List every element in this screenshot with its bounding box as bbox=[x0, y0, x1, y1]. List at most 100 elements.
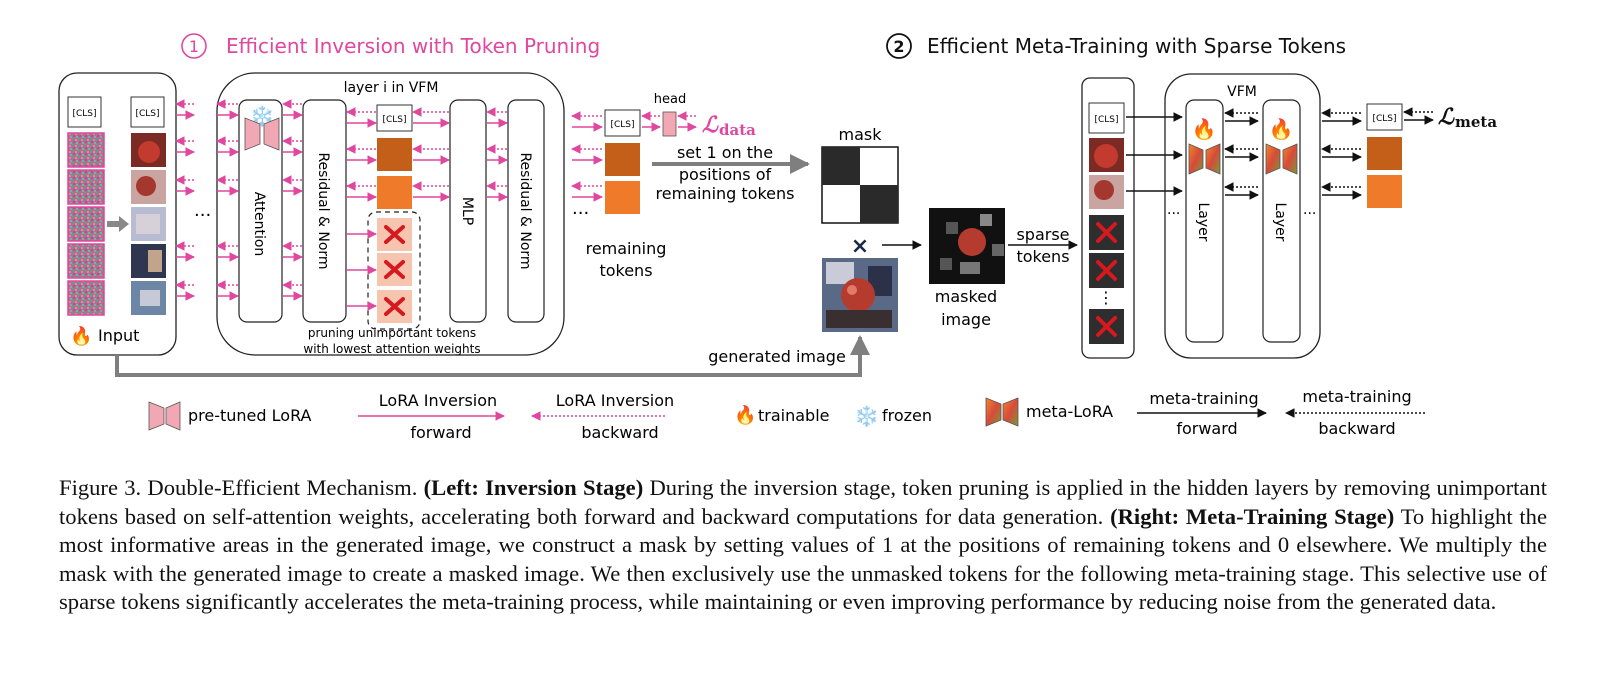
meta-output-tokens: [CLS] ℒ meta bbox=[1366, 103, 1497, 208]
image-patches bbox=[131, 133, 166, 315]
pruned-tokens-group bbox=[367, 211, 421, 330]
vfm-input-arrows bbox=[1126, 112, 1183, 196]
flame-icon: 🔥 bbox=[1269, 117, 1294, 141]
svg-text:generated image: generated image bbox=[708, 347, 846, 366]
svg-text:ℒ: ℒ bbox=[1438, 104, 1455, 130]
caption-left-text: During the inversion stage, token prunin… bbox=[59, 475, 1547, 529]
right-title: 2 Efficient Meta-Training with Sparse To… bbox=[886, 33, 1346, 59]
svg-text:2: 2 bbox=[893, 37, 904, 56]
svg-text:meta: meta bbox=[1455, 113, 1497, 131]
snowflake-icon: ❄️ bbox=[854, 404, 879, 428]
svg-text:Input: Input bbox=[98, 326, 139, 345]
svg-text:Layer: Layer bbox=[1272, 202, 1288, 241]
legend: pre-tuned LoRA LoRA Inversion forward Lo… bbox=[148, 387, 1425, 442]
masked-image-thumb bbox=[929, 208, 1005, 284]
svg-text:×: × bbox=[851, 234, 869, 259]
svg-text:forward: forward bbox=[410, 423, 471, 442]
svg-text:tokens: tokens bbox=[599, 261, 652, 280]
svg-text:positions of: positions of bbox=[679, 165, 772, 184]
svg-text:backward: backward bbox=[581, 423, 658, 442]
meta-layer-2 bbox=[1262, 99, 1301, 343]
flame-icon: 🔥 bbox=[734, 404, 756, 425]
vfm-layer-box: layer i in VFM ❄️ Attention Residual & N… bbox=[216, 72, 565, 356]
svg-text:mask: mask bbox=[839, 125, 883, 144]
svg-text:forward: forward bbox=[1176, 419, 1237, 438]
residual-norm-block-1 bbox=[302, 99, 347, 323]
caption-right-heading: (Right: Meta-Training Stage) bbox=[1110, 503, 1395, 529]
pruned-tokens bbox=[377, 218, 412, 323]
svg-text:frozen: frozen bbox=[882, 406, 932, 425]
figure-caption: Figure 3. Double-Efficient Mechanism. (L… bbox=[59, 474, 1547, 617]
kept-token bbox=[377, 176, 412, 209]
head-block bbox=[662, 111, 677, 137]
svg-text:[CLS]: [CLS] bbox=[135, 109, 159, 119]
layer-internal-arrows bbox=[216, 99, 508, 311]
svg-text:pruning unimportant tokens: pruning unimportant tokens bbox=[308, 326, 476, 340]
svg-text:remaining: remaining bbox=[586, 239, 667, 258]
pretuned-lora-icon bbox=[244, 117, 261, 151]
svg-text:backward: backward bbox=[1318, 419, 1395, 438]
meta-layer-1 bbox=[1185, 99, 1224, 343]
meta-lora-icon bbox=[985, 397, 1002, 427]
svg-text:layer i in VFM: layer i in VFM bbox=[344, 80, 439, 96]
kept-token bbox=[377, 138, 412, 171]
layer-output-arrows bbox=[571, 111, 697, 202]
svg-text:image: image bbox=[941, 310, 991, 329]
svg-text:Attention: Attention bbox=[251, 192, 267, 257]
meta-layer-arrows bbox=[1224, 107, 1434, 200]
remaining-tokens: [CLS] ··· remaining tokens head ℒ data bbox=[572, 92, 756, 280]
svg-text:Layer: Layer bbox=[1195, 202, 1211, 241]
svg-text:MLP: MLP bbox=[459, 197, 475, 225]
svg-text:···: ··· bbox=[194, 205, 211, 226]
svg-text:data: data bbox=[719, 121, 756, 139]
svg-text:trainable: trainable bbox=[758, 406, 830, 425]
svg-text:VFM: VFM bbox=[1227, 84, 1257, 100]
svg-text:Efficient Meta-Training with S: Efficient Meta-Training with Sparse Toke… bbox=[927, 34, 1346, 58]
flame-icon: 🔥 bbox=[70, 325, 92, 346]
svg-text:set 1 on the: set 1 on the bbox=[677, 143, 773, 162]
caption-left-heading: (Left: Inversion Stage) bbox=[423, 475, 644, 500]
svg-text:···: ··· bbox=[1303, 206, 1316, 222]
svg-text:head: head bbox=[654, 92, 686, 107]
svg-text:pre-tuned LoRA: pre-tuned LoRA bbox=[188, 406, 312, 425]
svg-text:1: 1 bbox=[189, 37, 199, 56]
svg-text:ℒ: ℒ bbox=[702, 112, 719, 138]
meta-lora-icon bbox=[1188, 143, 1204, 175]
svg-text:Residual & Norm: Residual & Norm bbox=[517, 152, 533, 269]
caption-label: Figure 3. Double-Efficient Mechanism. bbox=[59, 475, 418, 500]
svg-text:[CLS]: [CLS] bbox=[610, 120, 634, 130]
svg-text:[CLS]: [CLS] bbox=[1094, 115, 1118, 125]
svg-text:LoRA Inversion: LoRA Inversion bbox=[556, 391, 674, 410]
vfm-meta-box: VFM ··· 🔥 Layer 🔥 Layer ··· bbox=[1164, 73, 1321, 359]
svg-text:tokens: tokens bbox=[1016, 247, 1069, 266]
mask-construction: set 1 on the positions of remaining toke… bbox=[652, 125, 1078, 332]
svg-text:remaining tokens: remaining tokens bbox=[656, 184, 795, 203]
flame-icon: 🔥 bbox=[1192, 117, 1217, 141]
residual-norm-block-2 bbox=[507, 99, 545, 323]
svg-text:⋮: ⋮ bbox=[1098, 288, 1114, 307]
svg-text:meta-training: meta-training bbox=[1149, 389, 1258, 408]
svg-text:meta-training: meta-training bbox=[1302, 387, 1411, 406]
svg-text:LoRA Inversion: LoRA Inversion bbox=[379, 391, 497, 410]
svg-text:···: ··· bbox=[572, 203, 589, 224]
svg-text:meta-LoRA: meta-LoRA bbox=[1026, 402, 1113, 421]
svg-text:Efficient Inversion with Token: Efficient Inversion with Token Pruning bbox=[226, 34, 600, 58]
input-box: [CLS] [CLS] 🔥 Input bbox=[58, 72, 177, 356]
svg-text:···: ··· bbox=[1167, 206, 1180, 222]
svg-text:Residual & Norm: Residual & Norm bbox=[315, 152, 331, 269]
noise-tokens bbox=[67, 132, 105, 316]
svg-text:masked: masked bbox=[935, 287, 997, 306]
sparse-tokens-box: [CLS] ⋮ bbox=[1081, 77, 1135, 359]
svg-text:[CLS]: [CLS] bbox=[382, 115, 406, 125]
svg-text:[CLS]: [CLS] bbox=[72, 109, 96, 119]
mlp-block bbox=[449, 99, 487, 323]
caption-right-text: To highlight the most informative areas … bbox=[59, 503, 1547, 615]
pretuned-lora-icon bbox=[148, 401, 165, 431]
attention-block bbox=[238, 99, 283, 323]
generated-image-path: generated image bbox=[115, 335, 870, 377]
generated-image-thumb bbox=[822, 258, 898, 332]
svg-text:sparse: sparse bbox=[1016, 225, 1069, 244]
input-layer-arrows bbox=[175, 99, 195, 301]
left-title: 1 Efficient Inversion with Token Pruning bbox=[181, 33, 600, 59]
